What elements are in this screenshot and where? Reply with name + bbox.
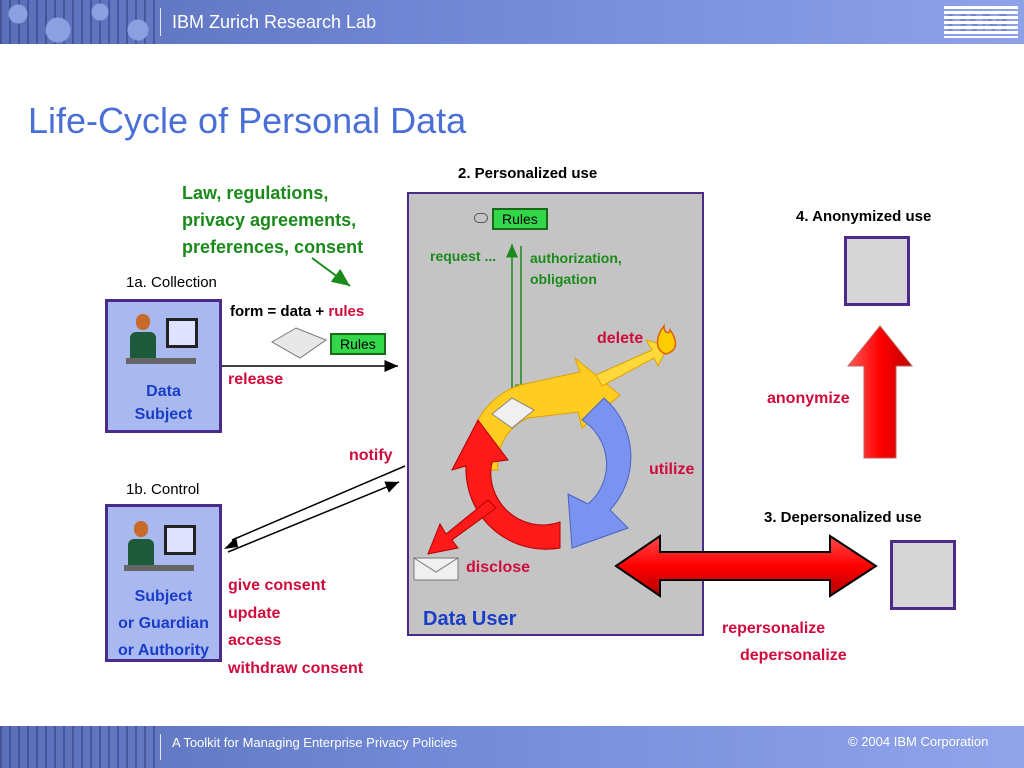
release-label: release: [228, 371, 284, 388]
form-equation: form = data + rules: [230, 303, 364, 320]
law-line-1: Law, regulations,: [182, 183, 329, 203]
disclose-arrow: [427, 499, 497, 555]
cycle-tag-icon: [491, 397, 535, 429]
action-give-consent: give consent: [228, 577, 326, 594]
person-at-computer-icon-2: [124, 521, 196, 573]
utilize-label: utilize: [649, 461, 695, 478]
personalized-rules-tag: Rules: [492, 208, 548, 230]
control-arrow: [227, 481, 400, 553]
control-actions: give consent update access withdraw cons…: [228, 572, 363, 682]
flame-icon: [656, 323, 677, 355]
footer-pattern: [0, 726, 160, 768]
subject-line-1: Subject: [134, 588, 193, 605]
notify-line: [231, 465, 406, 541]
authorization-line-2: obligation: [530, 271, 597, 287]
notify-label: notify: [349, 447, 393, 464]
form-rules: rules: [328, 303, 365, 320]
footer-bar: [0, 726, 1024, 768]
header-separator: [160, 8, 161, 36]
anonymized-box: [844, 236, 910, 306]
notify-arrowhead: [224, 537, 238, 549]
depersonalize-double-arrow: [614, 534, 878, 598]
collection-rules-tag: Rules: [330, 333, 386, 355]
data-subject-box: Data Subject: [105, 299, 222, 433]
data-subject-line-2: Subject: [134, 406, 193, 423]
header-title: IBM Zurich Research Lab: [172, 12, 377, 32]
authorization-label: authorization, obligation: [530, 248, 622, 290]
form-tag-icon: [271, 327, 328, 359]
action-update: update: [228, 604, 281, 622]
authorization-line-1: authorization,: [530, 250, 622, 266]
footer-copyright: © 2004 IBM Corporation: [848, 734, 989, 749]
footer-title: A Toolkit for Managing Enterprise Privac…: [172, 735, 458, 750]
law-line-3: preferences, consent: [182, 237, 364, 257]
personalized-title: 2. Personalized use: [458, 165, 598, 182]
form-prefix: form = data +: [230, 303, 329, 320]
disclose-label: disclose: [466, 559, 531, 576]
footer-separator: [160, 734, 161, 760]
anonymized-title: 4. Anonymized use: [796, 208, 932, 225]
request-label: request ...: [430, 248, 497, 264]
ibm-logo-text: IBM: [944, 6, 1018, 38]
depersonalized-box: [890, 540, 956, 610]
depersonalize-label: depersonalize: [740, 647, 847, 664]
law-text: Law, regulations, privacy agreements, pr…: [182, 180, 363, 261]
depersonalized-title: 3. Depersonalized use: [764, 509, 922, 526]
collection-title: 1a. Collection: [126, 274, 217, 291]
anonymize-label: anonymize: [767, 390, 850, 407]
repersonalize-label: repersonalize: [722, 620, 826, 637]
cycle-arrow-blue: [567, 397, 632, 549]
control-title: 1b. Control: [126, 481, 200, 498]
header-bar: [0, 0, 1024, 44]
data-user-label: Data User: [423, 608, 517, 630]
envelope-icon: [413, 557, 459, 581]
header-pattern: [0, 0, 160, 44]
action-access: access: [228, 632, 282, 649]
ibm-logo: IBM: [944, 6, 1018, 38]
law-line-2: privacy agreements,: [182, 210, 357, 230]
delete-label: delete: [597, 330, 644, 347]
law-arrow: [311, 257, 351, 287]
page-title: Life-Cycle of Personal Data: [28, 100, 467, 141]
subject-line-2: or Guardian: [118, 615, 209, 632]
delete-arrow: [595, 339, 669, 387]
subject-guardian-box: Subject or Guardian or Authority: [105, 504, 222, 662]
action-withdraw-consent: withdraw consent: [228, 659, 364, 677]
anonymize-arrow: [846, 325, 914, 459]
subject-line-3: or Authority: [118, 642, 209, 659]
envelope-flap: [413, 557, 459, 573]
cycle-arrow-red: [451, 419, 561, 550]
person-at-computer-icon: [126, 314, 198, 366]
data-subject-line-1: Data: [146, 383, 181, 400]
rules-tag-ring: [474, 213, 488, 223]
